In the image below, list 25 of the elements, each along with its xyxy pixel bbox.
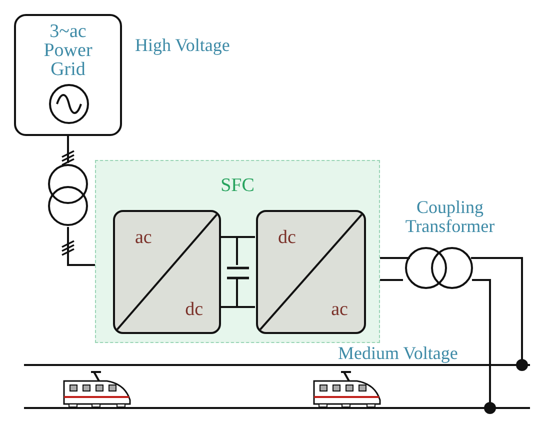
group-title: SFC (220, 175, 256, 197)
wire (380, 257, 410, 259)
converter-box (113, 210, 221, 334)
wire (472, 279, 496, 414)
catenary-line (24, 364, 530, 366)
grid-label: 3~ac Power Grid (42, 22, 94, 79)
converter-label: ac (135, 228, 152, 248)
power-grid-box (14, 14, 122, 136)
transformer-label: Coupling Transformer (404, 198, 496, 236)
wire (471, 257, 528, 371)
converter-box (256, 210, 366, 334)
converter-label: dc (278, 228, 296, 248)
converter-label: dc (185, 300, 203, 320)
converter-group (95, 160, 380, 343)
wire (67, 136, 69, 163)
capacitor-symbol (227, 266, 249, 280)
wire (67, 227, 95, 266)
voltage-label: High Voltage (135, 36, 230, 55)
train-icon (63, 372, 131, 407)
converter-label: ac (331, 300, 348, 320)
voltage-label: Medium Voltage (338, 344, 458, 363)
rail-line (24, 407, 530, 409)
train-icon (313, 372, 381, 407)
wire (380, 279, 403, 281)
transformer-symbol (47, 163, 89, 227)
